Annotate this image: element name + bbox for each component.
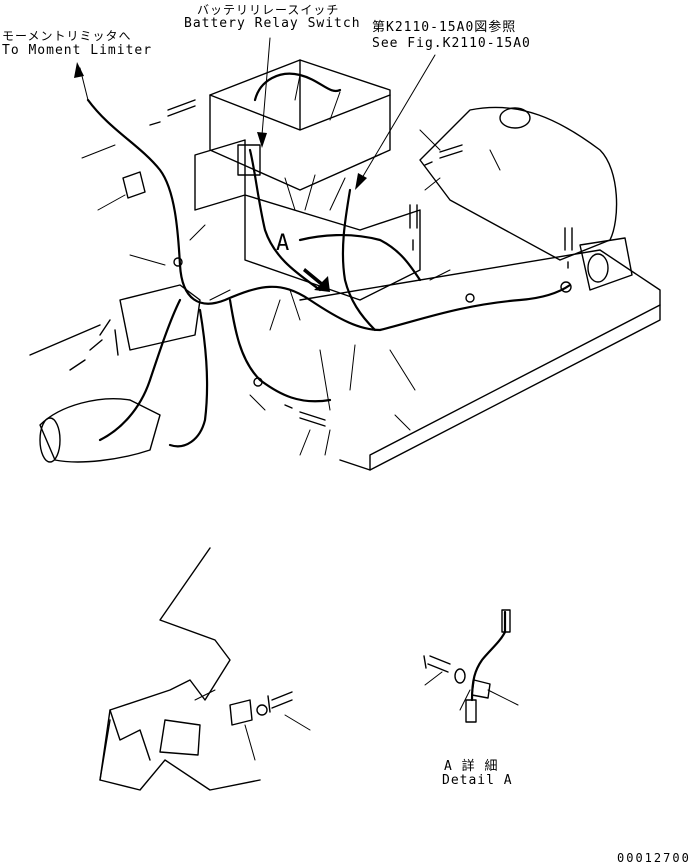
view-arrow-icon [303,268,330,292]
frame-member [99,547,261,791]
moment-limiter-label-jp: モーメントリミッタへ [2,29,132,43]
see-fig-label-en: See Fig.K2110-15A0 [372,36,531,51]
moment-limiter-label-en: To Moment Limiter [2,43,153,58]
tank-cap [499,107,531,129]
bolt-2 [424,144,463,166]
see-fig-label-jp: 第K2110-15A0図参照 [372,20,517,35]
battery-relay-label-en: Battery Relay Switch [184,16,361,31]
detail-bolt [423,655,451,673]
bolt-5 [284,404,326,427]
fuel-tank [419,106,618,261]
drawing-number: 00012700 [617,851,691,865]
detail-title-en: Detail A [442,773,513,788]
bolt-4 [564,227,573,269]
detail-harness [470,610,507,702]
view-marker-a: A [276,231,291,256]
battery-relay-switch [237,144,261,176]
connector-block [579,237,633,291]
bolt-1 [149,99,196,126]
battery-relay-label-jp: バッテリリレースイッチ [197,3,340,17]
bolt-3 [409,204,418,251]
clamp-bracket [229,699,253,726]
motor-unit [39,398,161,463]
detail-clamp [471,679,491,699]
deck-plate [299,249,661,471]
detail-title-jp: A 詳 細 [444,759,499,774]
main-harness [86,98,572,332]
